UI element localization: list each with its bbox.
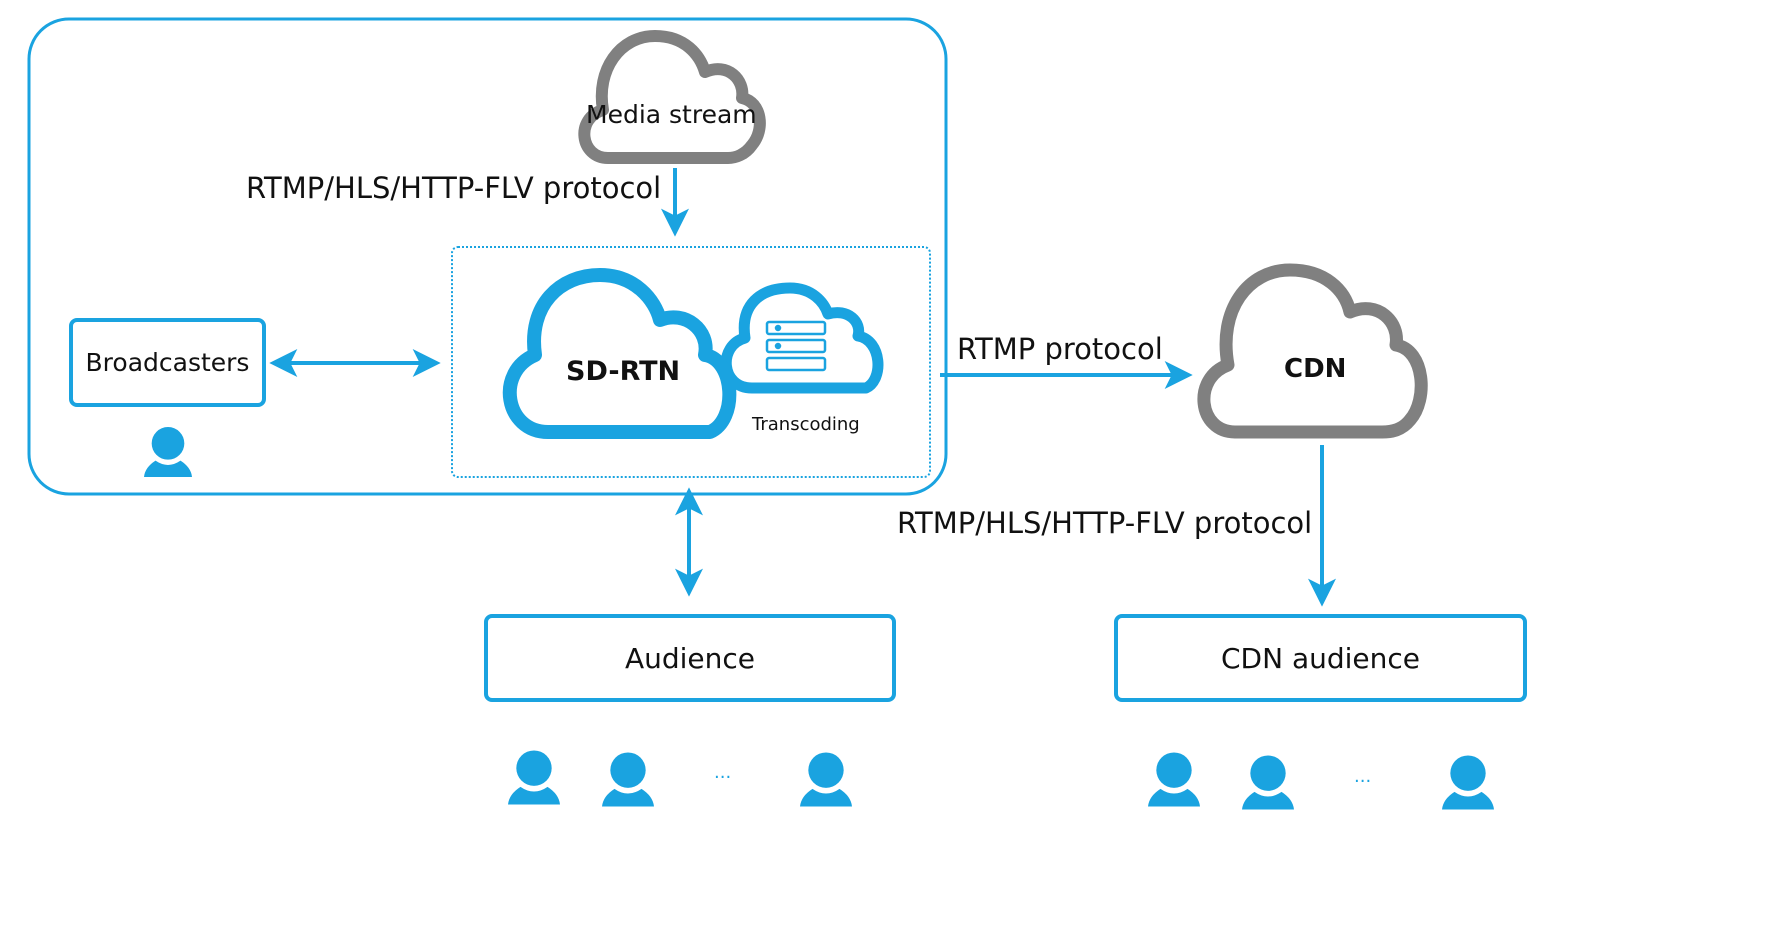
- transcoding-cloud-icon: [720, 282, 884, 394]
- ellipsis-audience: ...: [714, 762, 732, 783]
- user-icon: [1148, 752, 1200, 807]
- audience-box: Audience: [484, 614, 896, 702]
- user-icon: [602, 752, 654, 807]
- audience-label: Audience: [624, 641, 756, 675]
- user-icon: [800, 752, 852, 807]
- ellipsis-cdn-audience: ...: [1354, 766, 1372, 787]
- platform-container: [27, 17, 948, 496]
- cdn-cloud-icon: [1197, 263, 1428, 439]
- protocol-label-cdn: RTMP/HLS/HTTP-FLV protocol: [897, 506, 1313, 540]
- user-icon: [144, 427, 192, 477]
- sdrtn-region: [451, 246, 931, 478]
- cdn-audience-label: CDN audience: [1220, 641, 1420, 675]
- media-stream-label: Media stream: [586, 100, 757, 129]
- media-stream-cloud-icon: [578, 30, 766, 164]
- transcoding-label: Transcoding: [752, 414, 860, 435]
- user-icon: [1442, 755, 1494, 810]
- cdn-audience-box: CDN audience: [1114, 614, 1527, 702]
- sd-rtn-cloud-icon: [502, 268, 737, 439]
- protocol-label-media: RTMP/HLS/HTTP-FLV protocol: [246, 171, 662, 205]
- cdn-label: CDN: [1284, 354, 1347, 384]
- sd-rtn-label: SD-RTN: [566, 356, 681, 387]
- server-icon: [765, 320, 827, 372]
- user-icon: [508, 750, 560, 805]
- user-icon: [1242, 755, 1294, 810]
- protocol-label-rtmp: RTMP protocol: [957, 332, 1163, 366]
- broadcasters-label: Broadcasters: [85, 348, 250, 377]
- broadcasters-box: Broadcasters: [69, 318, 266, 407]
